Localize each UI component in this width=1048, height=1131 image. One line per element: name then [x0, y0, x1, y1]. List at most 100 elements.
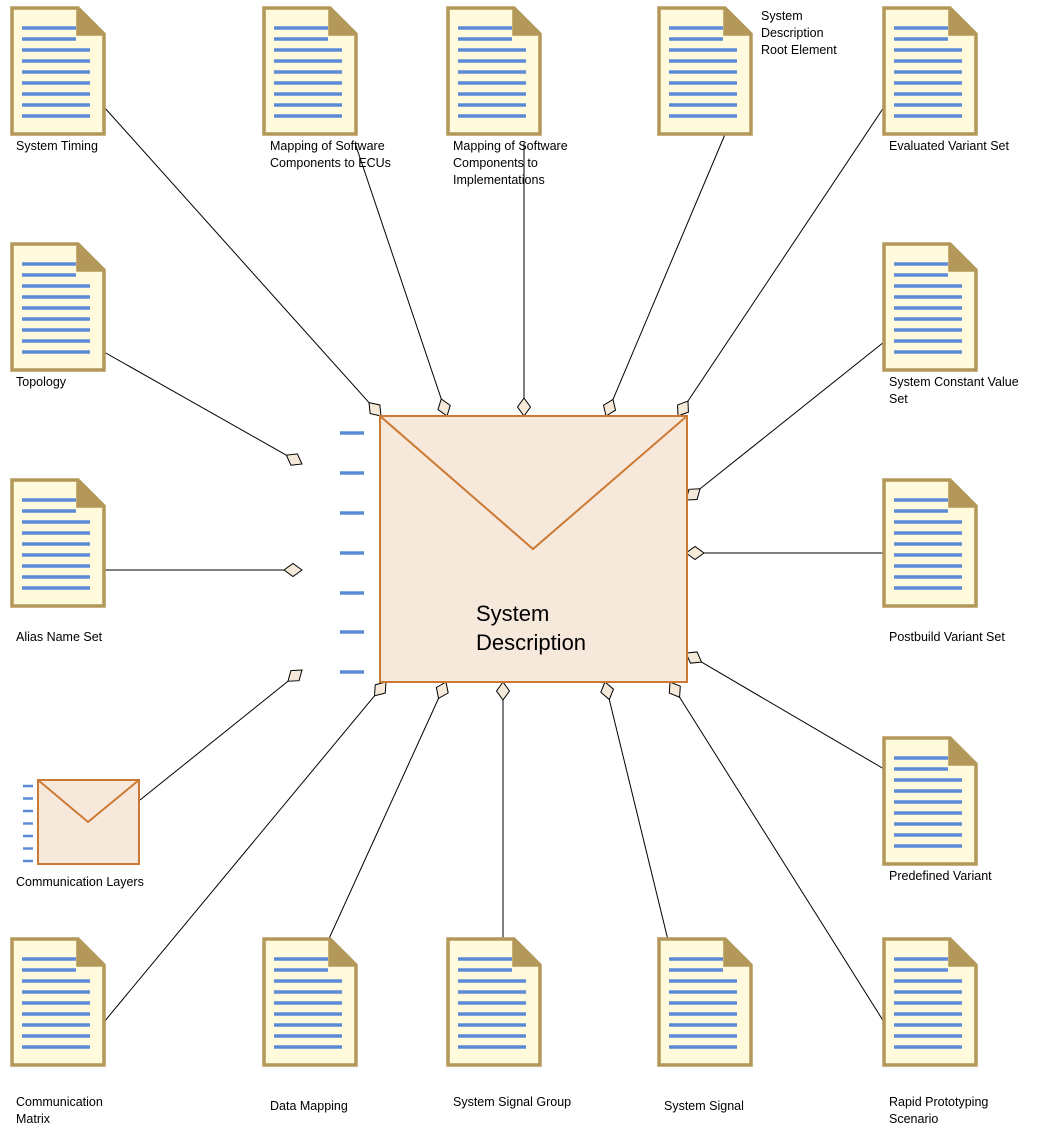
node-label-line: Data Mapping — [270, 1099, 348, 1113]
node-label: Predefined Variant — [889, 869, 992, 883]
association-system-timing — [103, 106, 382, 417]
association-line — [103, 695, 375, 1023]
node-system-timing[interactable]: System Timing — [10, 6, 106, 153]
node-postbuild-variant-set[interactable]: Postbuild Variant Set — [882, 478, 1005, 644]
node-system-signal[interactable]: System Signal — [657, 937, 753, 1113]
association-rapid-prototyping-scenario — [668, 681, 885, 1023]
document-fold-fill — [725, 939, 751, 965]
association-line — [139, 680, 289, 801]
node-label-line: Implementations — [453, 173, 545, 187]
node-label: System Signal Group — [453, 1095, 571, 1109]
association-line — [354, 142, 442, 400]
aggregation-diamond — [602, 398, 617, 417]
association-mapping-swc-impl — [516, 143, 532, 417]
node-communication-layers[interactable]: Communication Layers — [16, 779, 144, 889]
document-fold-fill — [950, 8, 976, 34]
association-line — [699, 341, 885, 490]
aggregation-diamond — [437, 398, 451, 417]
node-label: Evaluated Variant Set — [889, 139, 1010, 153]
aggregation-diamond — [600, 681, 615, 701]
document-fold-fill — [950, 244, 976, 270]
aggregation-diamond — [677, 400, 689, 417]
node-label-line: Matrix — [16, 1112, 51, 1126]
node-label-line: Topology — [16, 375, 67, 389]
node-label-line: System Constant Value — [889, 375, 1019, 389]
node-label: System Timing — [16, 139, 98, 153]
document-fold-fill — [725, 8, 751, 34]
node-system-signal-group[interactable]: System Signal Group — [446, 937, 571, 1109]
association-alias-name-set — [104, 562, 303, 578]
node-alias-name-set[interactable]: Alias Name Set — [10, 478, 106, 644]
aggregation-diamond — [285, 453, 303, 466]
association-system-constant-value-set — [685, 341, 885, 501]
association-postbuild-variant-set — [685, 545, 884, 561]
node-topology[interactable]: Topology — [10, 242, 106, 389]
document-fold-fill — [950, 939, 976, 965]
association-line — [103, 351, 287, 456]
document-fold-fill — [950, 738, 976, 764]
node-data-mapping[interactable]: Data Mapping — [262, 937, 358, 1113]
node-label-line: Set — [889, 392, 908, 406]
node-label-line: Scenario — [889, 1112, 938, 1126]
node-label: Topology — [16, 375, 67, 389]
document-fold-fill — [950, 480, 976, 506]
node-label-line: Postbuild Variant Set — [889, 630, 1005, 644]
document-fold-fill — [78, 480, 104, 506]
package-title-line: Description — [476, 630, 586, 655]
aggregation-diamond — [435, 681, 449, 700]
document-fold-fill — [330, 939, 356, 965]
aggregation-diamond — [287, 669, 303, 682]
aggregation-diamond — [368, 401, 382, 417]
aggregation-diamond — [495, 681, 511, 701]
node-label-line: System — [761, 9, 803, 23]
document-fold-fill — [78, 939, 104, 965]
node-label: Postbuild Variant Set — [889, 630, 1005, 644]
envelope-flap — [37, 779, 140, 824]
association-communication-layers — [139, 669, 303, 801]
aggregation-diamond — [685, 488, 701, 501]
package-title-line: System — [476, 601, 549, 626]
node-label-line: Rapid Prototyping — [889, 1095, 988, 1109]
association-mapping-swc-ecu — [354, 142, 451, 417]
node-label: System Signal — [664, 1099, 744, 1113]
node-label-line: Mapping of Software — [453, 139, 568, 153]
document-fold-fill — [78, 8, 104, 34]
association-line — [612, 131, 727, 400]
node-label-line: Alias Name Set — [16, 630, 103, 644]
node-label-line: Mapping of Software — [270, 139, 385, 153]
document-fold-fill — [514, 939, 540, 965]
aggregation-diamond — [685, 545, 705, 561]
node-evaluated-variant-set[interactable]: Evaluated Variant Set — [882, 6, 1010, 153]
document-fold-fill — [330, 8, 356, 34]
document-fold-fill — [78, 244, 104, 270]
node-label-line: Components to — [453, 156, 538, 170]
aggregation-diamond — [668, 681, 681, 698]
connection-lines — [103, 106, 885, 1023]
node-label-line: System Signal Group — [453, 1095, 571, 1109]
node-label-line: Communication — [16, 1095, 103, 1109]
node-predefined-variant[interactable]: Predefined Variant — [882, 736, 992, 883]
aggregation-diamond — [283, 562, 303, 578]
association-line — [679, 696, 885, 1023]
aggregation-diamond — [373, 681, 387, 697]
association-line — [701, 661, 885, 770]
node-label-line: System Signal — [664, 1099, 744, 1113]
node-label: Alias Name Set — [16, 630, 103, 644]
node-label-line: Communication Layers — [16, 875, 144, 889]
document-fold-fill — [514, 8, 540, 34]
